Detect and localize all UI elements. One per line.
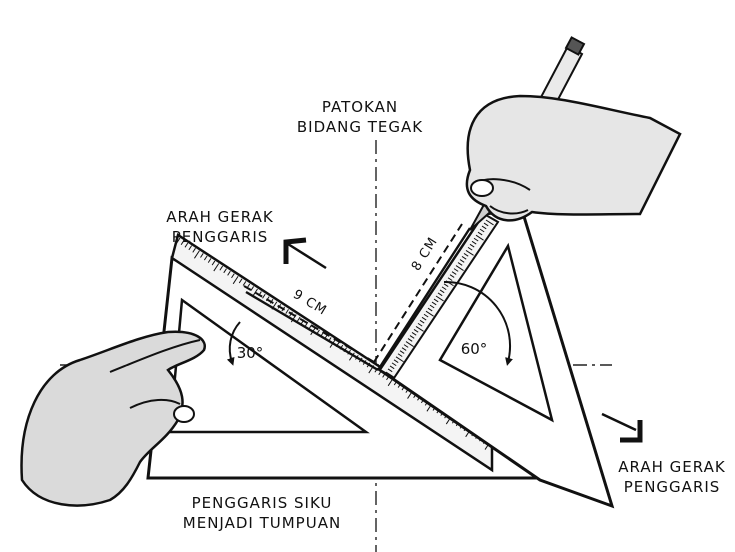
ruler-tick <box>463 253 469 257</box>
vertical-ref-label-1: PATOKAN <box>322 98 398 116</box>
ruler-tick <box>471 240 477 245</box>
ruler-tick <box>459 259 465 263</box>
ruler-tick <box>238 278 243 284</box>
ruler-tick <box>231 273 235 279</box>
ruler-tick <box>439 289 445 294</box>
ruler-tick <box>405 341 414 347</box>
ruler-tick <box>397 353 403 357</box>
ruler-tick <box>453 268 459 272</box>
vertical-ref-label-2: BIDANG TEGAK <box>297 118 423 136</box>
ruler-tick <box>485 219 494 226</box>
ruler-tick <box>407 338 413 342</box>
ruler-tick <box>413 329 419 333</box>
ruler-tick <box>200 253 204 258</box>
ruler-tick <box>465 249 474 256</box>
angle-label-30: 30° <box>237 344 264 362</box>
move-right-label-1: ARAH GERAK <box>618 458 726 476</box>
ruler-tick <box>427 307 433 312</box>
ruler-tick <box>447 277 453 281</box>
ruler-tick <box>477 231 483 236</box>
angle-arc-30 <box>226 321 241 366</box>
base-label-2: MENJADI TUMPUAN <box>183 514 341 532</box>
ruler-tick <box>250 286 255 291</box>
ruler-tick <box>401 347 407 351</box>
ruler-tick <box>194 250 200 259</box>
ruler-tick <box>451 271 457 275</box>
base-label-1: PENGGARIS SIKU <box>192 494 333 512</box>
ruler-tick <box>403 344 409 348</box>
ruler-tick <box>467 246 473 251</box>
ruler-tick <box>242 281 247 286</box>
ruler-tick <box>433 298 439 303</box>
ruler-tick <box>421 316 427 321</box>
ruler-tick <box>411 332 417 336</box>
ruler-tick <box>457 262 463 266</box>
angle-arc-60 <box>443 280 513 366</box>
ruler-tick <box>395 356 404 363</box>
ruler-tick <box>461 256 467 260</box>
ruler-tick <box>349 352 355 361</box>
move-right-label-2: PENGGARIS <box>624 478 721 496</box>
measure-line-8cm <box>373 223 463 363</box>
ruler-tick <box>443 283 449 288</box>
ruler-tick <box>387 368 393 373</box>
ruler-tick <box>469 243 475 248</box>
ruler-tick <box>415 325 424 332</box>
ruler-tick <box>419 319 425 324</box>
ruler-tick <box>296 316 301 322</box>
ruler-tick <box>483 222 489 227</box>
right-hand-icon <box>465 94 682 222</box>
ruler-tick <box>207 258 212 263</box>
length-label-8cm: 8 CM <box>409 235 441 274</box>
drawn-line-8cm <box>376 227 472 371</box>
ruler-tick <box>431 301 437 306</box>
ruler-tick <box>389 365 395 370</box>
ruler-tick <box>391 362 397 367</box>
ruler-tick <box>180 240 185 246</box>
right-set-square <box>377 208 615 509</box>
ruler-tick <box>174 237 181 246</box>
drawn-line-9cm <box>245 290 379 372</box>
ruler-tick <box>475 234 484 241</box>
ruler-tick <box>455 265 464 271</box>
ruler-tick <box>481 225 487 230</box>
ruler-tick <box>423 313 429 318</box>
right-ruler-ticks <box>385 219 494 378</box>
ruler-tick <box>417 322 423 327</box>
ruler-tick <box>441 286 447 291</box>
ruler-tick <box>399 350 405 354</box>
ruler-tick <box>429 304 435 309</box>
ruler-tick <box>211 260 216 266</box>
move-left-label-2: PENGGARIS <box>172 228 269 246</box>
ruler-tick <box>479 228 485 233</box>
move-left-label-1: ARAH GERAK <box>166 208 274 226</box>
ruler-tick <box>203 255 208 261</box>
ruler-tick <box>232 275 239 285</box>
ruler-tick <box>262 293 266 299</box>
ruler-tick <box>188 245 193 251</box>
ruler-tick <box>385 371 394 378</box>
ruler-tick <box>285 309 289 314</box>
ruler-tick <box>223 268 227 274</box>
ruler-tick <box>227 270 231 276</box>
move-left-arrow-icon <box>283 237 327 270</box>
ruler-tick <box>213 263 220 272</box>
ruler-tick <box>435 295 444 302</box>
ruler-tick <box>425 310 434 317</box>
left-hand-icon <box>20 330 206 507</box>
ruler-tick <box>192 247 196 253</box>
move-right-arrow-icon <box>601 412 643 443</box>
ruler-tick <box>304 321 309 327</box>
ruler-tick <box>473 237 479 242</box>
ruler-tick <box>184 242 189 248</box>
angle-label-60: 60° <box>461 340 488 358</box>
ruler-tick <box>409 335 415 339</box>
ruler-tick <box>437 292 443 297</box>
ruler-tick <box>449 274 455 278</box>
ruler-tick <box>219 265 224 271</box>
ruler-tick <box>393 359 399 364</box>
